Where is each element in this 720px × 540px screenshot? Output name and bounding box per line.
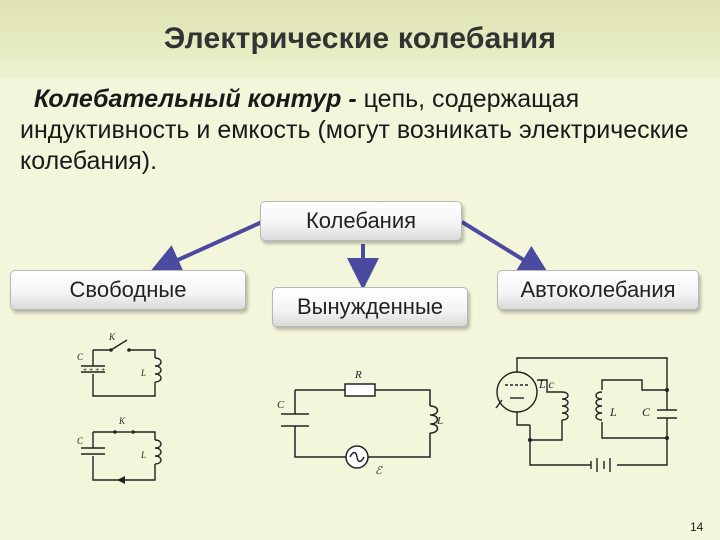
definition-term: Колебательный контур - xyxy=(33,85,364,113)
definition: Колебательный контур - цепь, содержащая … xyxy=(20,84,710,177)
free-bottom-inductor-label: L xyxy=(140,450,146,460)
auto-inductor-label: L xyxy=(609,405,617,419)
forced-resistor-label: R xyxy=(354,369,362,381)
forced-inductor-label: L xyxy=(436,415,443,427)
free-top-switch-label: K xyxy=(108,332,116,342)
svg-text:+ + + +: + + + + xyxy=(83,367,105,374)
circuit-free-bottom: K C L xyxy=(77,416,162,484)
forced-capacitor-label: C xyxy=(277,399,285,411)
definition-text: цепь, содержащая индуктивность и емкость… xyxy=(20,85,689,175)
free-bottom-capacitor-label: C xyxy=(77,436,84,446)
branch-free: Свободные xyxy=(10,270,246,310)
slide-title: Электрические колебания xyxy=(163,22,557,55)
forced-source-label: ℰ xyxy=(375,465,383,477)
branch-forced: Вынужденные xyxy=(272,287,468,327)
auto-capacitor-label: C xyxy=(642,405,651,419)
title-bar xyxy=(0,0,720,78)
root-box: Колебания xyxy=(260,201,462,241)
arrow-to-auto xyxy=(460,220,551,277)
circuit-auto: L c L C xyxy=(495,357,677,472)
free-top-capacitor-label: C xyxy=(77,352,84,362)
branch-auto: Автоколебания xyxy=(497,270,699,310)
circuit-forced: R C L ℰ xyxy=(277,369,443,477)
circuit-free-top: + + + + K C L xyxy=(77,332,162,397)
free-bottom-switch-label: K xyxy=(118,416,126,426)
auto-coupling-label: L c xyxy=(538,377,554,391)
page-number: 14 xyxy=(690,520,704,534)
free-top-inductor-label: L xyxy=(140,368,146,378)
arrow-to-free xyxy=(149,220,263,275)
